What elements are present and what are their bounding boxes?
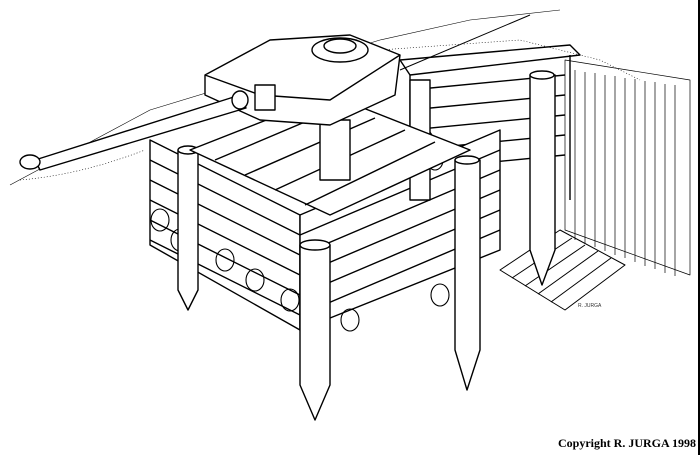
earth-wall [564, 59, 691, 276]
copyright-text: Copyright R. JURGA 1998 [557, 436, 696, 450]
turret-column [319, 119, 351, 181]
gun-barrel [19, 14, 531, 171]
ground-hatching [9, 9, 641, 186]
floor-planks [499, 229, 626, 311]
tank-turret [204, 34, 401, 126]
log-posts [177, 70, 556, 421]
artist-signature: R. JURGA [578, 303, 602, 309]
